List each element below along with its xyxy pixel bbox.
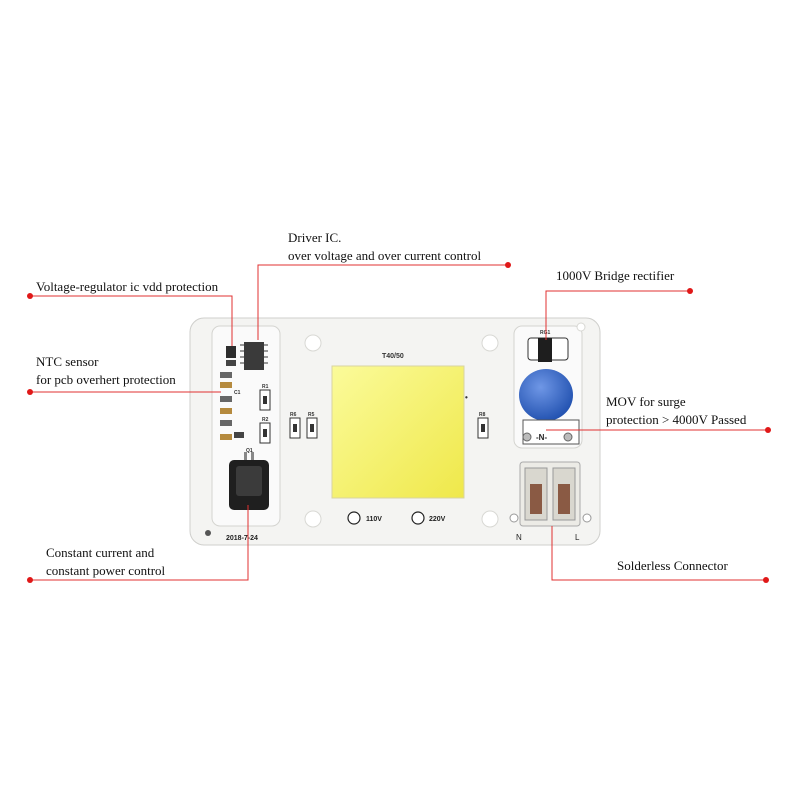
svg-text:N: N <box>516 533 522 542</box>
callout-line-bridge-rectifier <box>545 290 690 340</box>
callout-dots <box>27 262 771 583</box>
bridge-rectifier <box>538 338 552 362</box>
small-hole <box>576 322 586 332</box>
callout-lines <box>30 264 768 581</box>
smd-component <box>220 372 232 378</box>
model-label: T40/50 <box>382 353 404 360</box>
mounting-hole <box>481 334 499 352</box>
smd-component <box>220 408 232 414</box>
callout-dot <box>27 577 33 583</box>
pad-220v <box>411 511 425 525</box>
callout-dot <box>27 293 33 299</box>
svg-text:110V: 110V <box>366 516 382 523</box>
mounting-hole <box>304 510 322 528</box>
svg-text:•: • <box>465 393 468 402</box>
callout-line-solderless-connector <box>551 526 766 581</box>
driver-ic <box>240 342 268 370</box>
callout-line-constant-current <box>30 505 249 581</box>
callout-driver-ic: Driver IC. over voltage and over current… <box>288 229 481 265</box>
voltage-regulator-ic <box>226 346 236 358</box>
mounting-hole <box>481 510 499 528</box>
callout-dot <box>505 262 511 268</box>
callout-mov: MOV for surge protection > 4000V Passed <box>606 394 747 427</box>
svg-text:R8: R8 <box>479 412 486 418</box>
smd-component <box>220 382 232 388</box>
smd-component <box>234 432 244 438</box>
callout-driver-ic-title: Driver IC. <box>288 230 342 245</box>
smd-component <box>220 434 232 440</box>
led-cob-chip <box>331 365 465 499</box>
mov-varistor <box>519 369 573 421</box>
svg-text:R2: R2 <box>262 417 269 423</box>
pad-110v <box>347 511 361 525</box>
smd-component <box>220 420 232 426</box>
mounting-hole <box>304 334 322 352</box>
svg-text:C1: C1 <box>234 390 241 396</box>
svg-text:Q1: Q1 <box>246 448 253 454</box>
pcb-board: T40/50 • R1 R2 C1 Q1 <box>189 317 601 546</box>
callout-dot <box>27 389 33 395</box>
callout-bridge-rectifier: 1000V Bridge rectifier <box>556 268 675 283</box>
callout-line-voltage-regulator <box>30 295 233 346</box>
callout-solderless-connector: Solderless Connector <box>617 558 728 573</box>
smd-component <box>220 396 232 402</box>
callout-line-driver-ic <box>257 264 508 340</box>
callout-ntc-sensor: NTC sensor for pcb overhert protection <box>36 354 176 387</box>
svg-text:-N-: -N- <box>536 433 547 442</box>
svg-text:R5: R5 <box>308 412 315 418</box>
small-hole <box>205 530 211 536</box>
svg-text:R1: R1 <box>262 384 269 390</box>
callout-voltage-regulator: Voltage-regulator ic vdd protection <box>36 279 219 294</box>
callout-dot <box>687 288 693 294</box>
callout-dot <box>763 577 769 583</box>
callout-dot <box>765 427 771 433</box>
callout-constant-current: Constant current and constant power cont… <box>46 545 166 578</box>
svg-text:R6: R6 <box>290 412 297 418</box>
date-label: 2018-7-24 <box>226 535 258 542</box>
svg-text:RG1: RG1 <box>540 330 551 336</box>
callout-driver-ic-desc: over voltage and over current control <box>288 248 482 263</box>
svg-text:L: L <box>575 533 580 542</box>
svg-text:220V: 220V <box>429 516 446 523</box>
